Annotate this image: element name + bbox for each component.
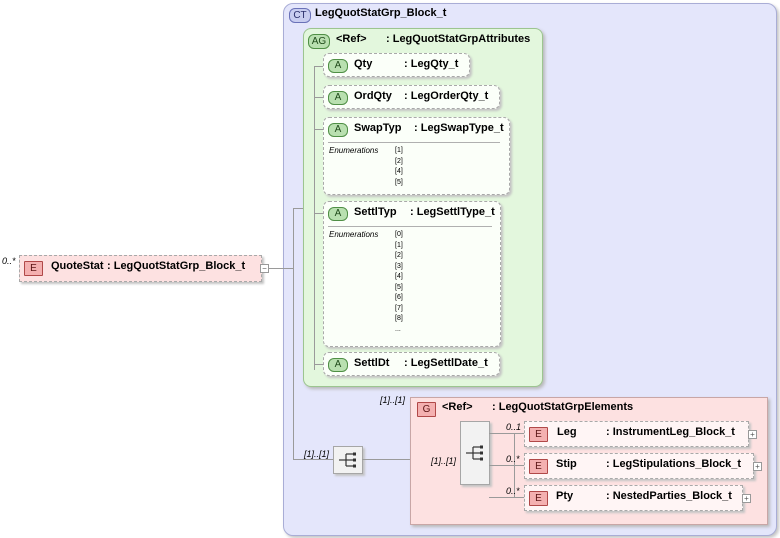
attribute-settldt-tag: A [328,358,348,372]
attribute-settltyp-tag: A [328,207,348,221]
enum-value: ... [395,325,401,333]
attribute-swaptyp-enum-label: Enumerations [329,146,379,155]
group-multiplicity: [1]..[1] [380,395,406,405]
attribute-swaptyp[interactable] [323,117,510,195]
attribute-swaptyp-name: SwapTyp [354,122,402,134]
complex-type-name: LegQuotStatGrp_Block_t [315,7,447,19]
enum-value: [4] [395,273,403,280]
root-element-quotestat[interactable] [19,255,262,282]
element-pty-name: Pty [556,490,574,502]
element-pty-tag: E [529,491,548,506]
element-pty-type: : NestedParties_Block_t [606,490,732,502]
attribute-settltyp-type: : LegSettlType_t [410,206,495,218]
root-element-type: : LegQuotStatGrp_Block_t [107,260,246,272]
attribute-swaptyp-type: : LegSwapType_t [414,122,504,134]
expand-icon[interactable]: + [748,430,757,439]
sequence-multiplicity: [1]..[1] [304,449,330,459]
attribute-swaptyp-enum-list: [1] [2] [4] [5] [395,146,403,188]
attribute-qty-name: Qty [354,58,373,70]
attribute-ordqty[interactable] [323,85,500,109]
attribute-settldt[interactable] [323,352,500,376]
attribute-ordqty-tag: A [328,91,348,105]
attribute-settltyp-enum-label: Enumerations [329,230,379,239]
root-element-name: QuoteStat [51,260,104,272]
element-leg-name: Leg [557,426,577,438]
attribute-settldt-type: : LegSettlDate_t [404,357,488,369]
attribute-settltyp-enum-list: [0] [1] [2] [3] [4] [5] [6] [7] [8] ... [395,230,403,335]
element-pty-multiplicity: 0..* [506,486,520,496]
element-leg[interactable] [524,421,749,447]
element-stip-multiplicity: 0..* [506,454,520,464]
enum-value: [8] [395,315,403,322]
attribute-settltyp-name: SettlTyp [354,206,397,218]
enum-value: [1] [395,147,403,154]
group-sequence-compositor[interactable] [460,421,490,485]
enum-value: [1] [395,241,403,249]
element-pty[interactable] [524,485,743,511]
attribute-ordqty-type: : LegOrderQty_t [404,90,489,102]
element-stip-type: : LegStipulations_Block_t [606,458,742,470]
attribute-qty-type: : LegQty_t [404,58,459,70]
enum-value: [4] [395,168,403,175]
group-tag: G [417,402,436,417]
group-inner-multiplicity: [1]..[1] [431,456,457,466]
enum-value: [6] [395,294,403,301]
root-multiplicity: 0..* [2,256,16,266]
element-leg-type: : InstrumentLeg_Block_t [606,426,735,438]
element-stip-name: Stip [556,458,577,470]
root-element-tag: E [24,261,43,276]
enum-value: [7] [395,304,403,312]
attribute-swaptyp-tag: A [328,123,348,137]
complex-type-tag: CT [289,8,311,23]
expand-icon[interactable]: + [753,462,762,471]
element-leg-tag: E [529,427,548,442]
sequence-compositor[interactable] [333,446,363,474]
enum-value: [3] [395,262,403,270]
attribute-settldt-name: SettlDt [354,357,390,369]
expand-icon[interactable]: + [742,494,751,503]
element-stip-tag: E [529,459,548,474]
enum-value: [2] [395,157,403,165]
enum-value: [5] [395,178,403,186]
attribute-settltyp[interactable] [323,201,501,347]
group-name: : LegQuotStatGrpElements [492,401,634,413]
sequence-icon [466,445,483,461]
attribute-ordqty-name: OrdQty [354,90,392,102]
enum-value: [2] [395,252,403,259]
attribute-qty-tag: A [328,59,348,73]
group-ref: <Ref> [442,401,473,413]
attribute-group-tag: AG [308,34,330,49]
collapse-icon[interactable]: − [260,264,269,273]
sequence-icon [339,452,356,468]
enum-value: [0] [395,231,403,238]
enum-value: [5] [395,283,403,291]
attribute-group-ref: <Ref> [336,33,367,45]
attribute-group-name: : LegQuotStatGrpAttributes [386,33,531,45]
element-leg-multiplicity: 0..1 [506,422,522,432]
element-stip[interactable] [524,453,754,479]
